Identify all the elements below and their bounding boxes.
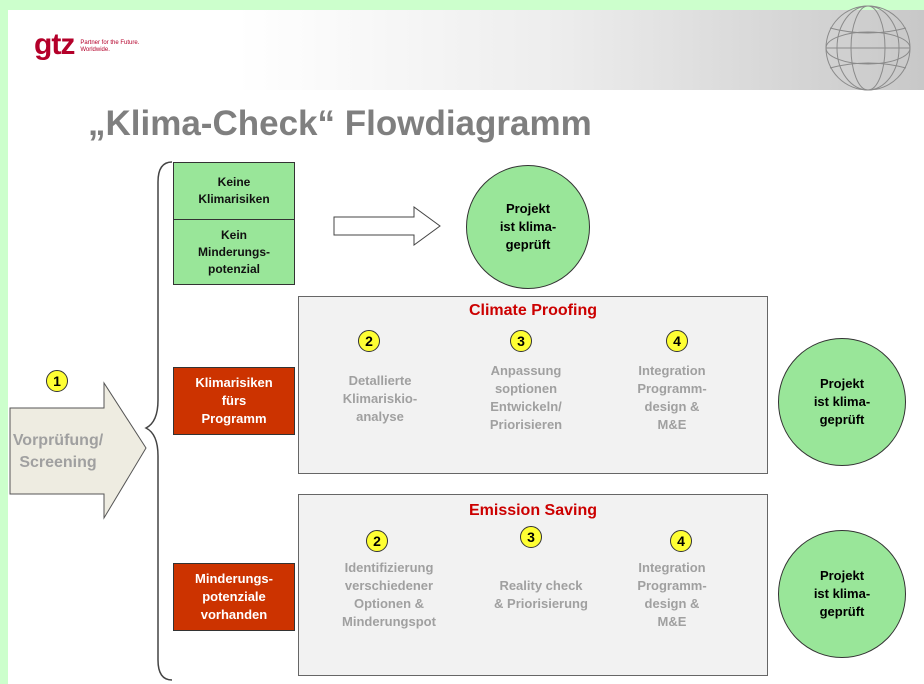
branch-brace	[144, 161, 173, 681]
left-green-band	[0, 0, 8, 684]
screening-label: Vorprüfung/ Screening	[12, 432, 104, 471]
page-title: „Klima-Check“ Flowdiagramm	[88, 104, 592, 143]
emission-saving-title: Emission Saving	[468, 502, 598, 519]
logo-mark: gtz	[34, 28, 75, 61]
screening-arrow	[9, 381, 147, 520]
no-mitigation-box: Kein Minderungs- potenzial	[173, 219, 295, 285]
cp-step-2-label: Detallierte Klimariskio- analyse	[342, 373, 418, 424]
globe-icon	[825, 5, 911, 91]
no-risk-arrow	[333, 206, 441, 246]
result-circle-emission-saving: Projekt ist klima- geprüft	[778, 530, 906, 658]
cp-step-badge-3: 3	[510, 330, 532, 352]
es-step-badge-3: 3	[520, 526, 542, 548]
es-step-3-label: Reality check & Priorisierung	[494, 578, 588, 611]
es-step-badge-4: 4	[670, 530, 692, 552]
header-band	[8, 10, 924, 90]
gtz-logo: gtz Partner for the Future. Worldwide.	[34, 30, 139, 60]
climate-proofing-title: Climate Proofing	[468, 302, 597, 319]
logo-tagline: Partner for the Future. Worldwide.	[80, 40, 140, 53]
climate-risks-box: Klimarisiken fürs Programm	[173, 367, 295, 435]
cp-step-4-label: Integration Programm- design & M&E	[637, 363, 707, 432]
es-step-4-label: Integration Programm- design & M&E	[637, 560, 707, 629]
climate-proofing-panel: Climate Proofing	[298, 296, 768, 474]
cp-step-badge-4: 4	[666, 330, 688, 352]
mitigation-potential-box: Minderungs- potenziale vorhanden	[173, 563, 295, 631]
es-step-2-label: Identifizierung verschiedener Optionen &…	[342, 560, 436, 629]
top-green-band	[0, 0, 924, 10]
no-climate-risks-box: Keine Klimarisiken	[173, 162, 295, 220]
emission-saving-panel: Emission Saving	[298, 494, 768, 676]
result-circle-climate-proofing: Projekt ist klima- geprüft	[778, 338, 906, 466]
cp-step-3-label: Anpassung soptionen Entwickeln/ Priorisi…	[489, 363, 563, 432]
result-circle-no-risk: Projekt ist klima- geprüft	[466, 165, 590, 289]
step-badge-1: 1	[46, 370, 68, 392]
es-step-badge-2: 2	[366, 530, 388, 552]
cp-step-badge-2: 2	[358, 330, 380, 352]
